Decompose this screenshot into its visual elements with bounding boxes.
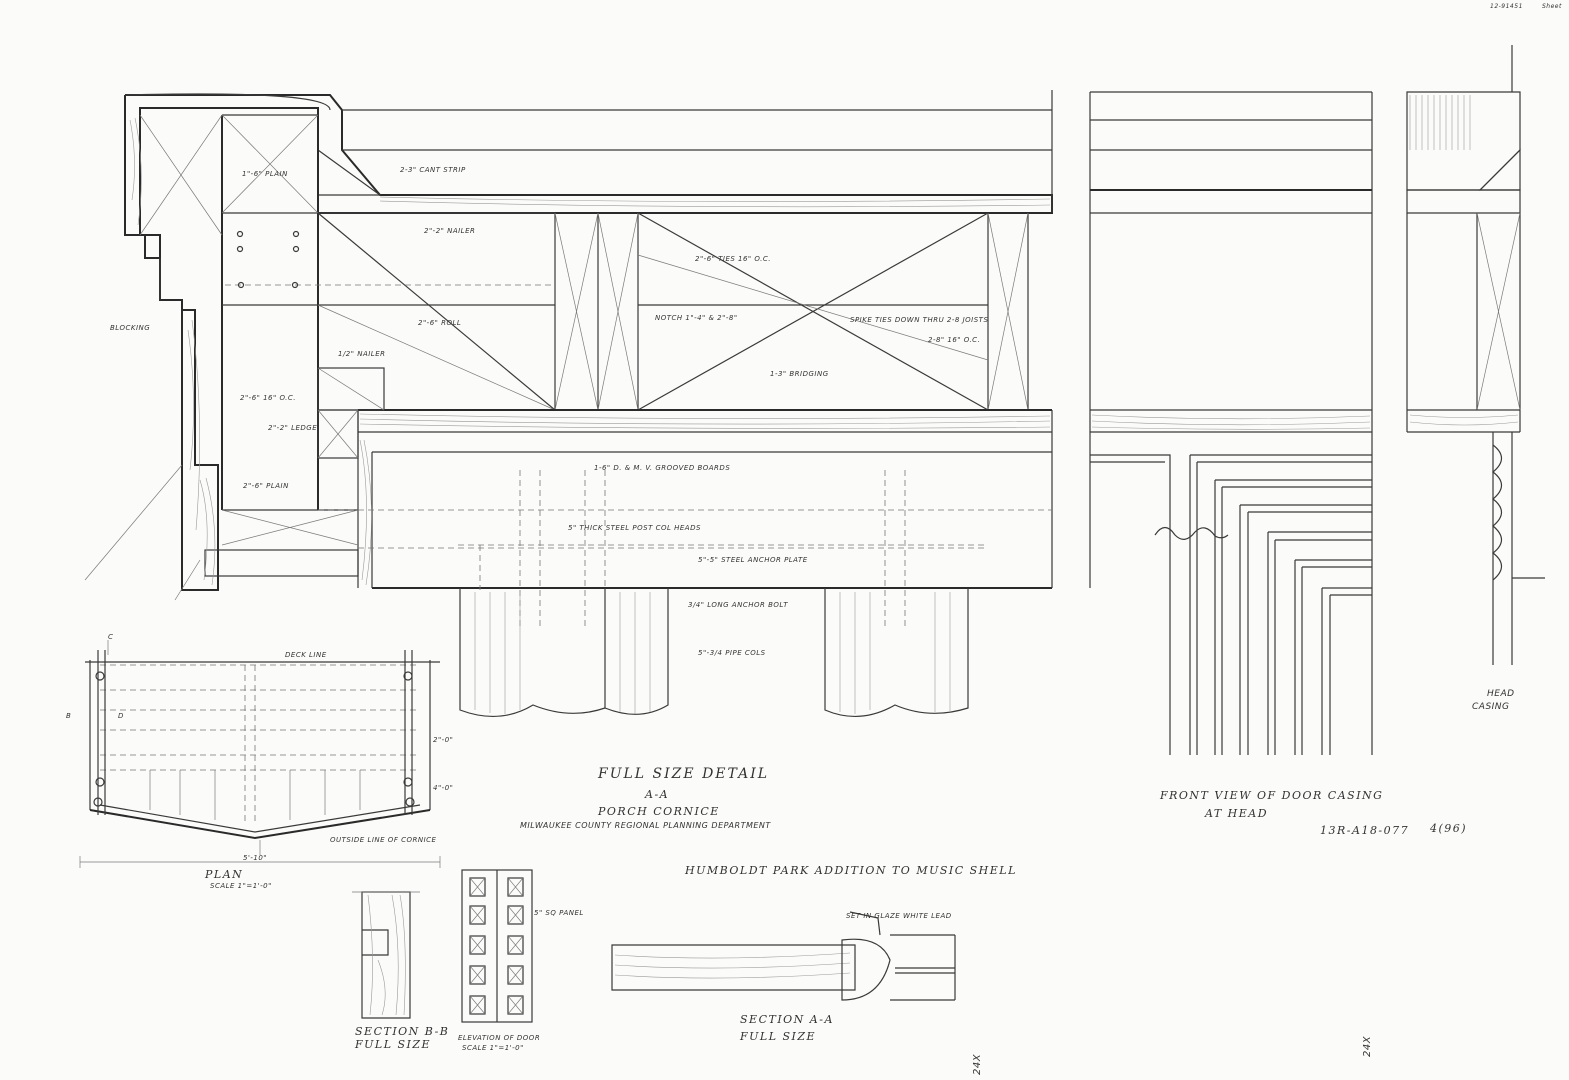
corner-id: 12-91451	[1490, 3, 1523, 10]
label-anchor-plate: 5"-5" STEEL ANCHOR PLATE	[698, 556, 808, 564]
label-studs: 2"-6" 16" O.C.	[240, 394, 296, 402]
plan-label-c: C	[108, 633, 113, 641]
section-bb-drawing	[352, 891, 420, 1019]
label-cant-strip: 2-3" CANT STRIP	[400, 166, 466, 174]
elevation-title: ELEVATION OF DOOR	[458, 1034, 540, 1042]
elevation-scale: SCALE 1"=1'-0"	[462, 1044, 524, 1052]
label-joists: 2-8" 16" O.C.	[928, 336, 980, 344]
label-plain-top: 1"-6" PLAIN	[242, 170, 288, 178]
head-label: HEAD	[1487, 689, 1515, 699]
label-nailer-mid: 1/2" NAILER	[338, 350, 386, 358]
elevation-door-drawing	[461, 869, 533, 1023]
plan-label-b: B	[66, 712, 71, 720]
front-view-title: FRONT VIEW OF DOOR CASING	[1159, 789, 1383, 802]
bottom-mark: 24X	[972, 1053, 983, 1075]
title-project: HUMBOLDT PARK ADDITION TO MUSIC SHELL	[684, 864, 1017, 877]
elevation-note: 5" SQ PANEL	[534, 909, 584, 917]
plan-scale: SCALE 1"=1'-0"	[210, 882, 272, 890]
section-aa-drawing	[611, 911, 956, 1001]
title-agency: MILWAUKEE COUNTY REGIONAL PLANNING DEPAR…	[520, 821, 771, 830]
fascia-outline	[125, 94, 1053, 591]
plan-dim-2: 4"-0"	[433, 784, 453, 792]
label-notch: NOTCH 1"-4" & 2"-8"	[655, 314, 738, 322]
label-ledge: 2"-2" LEDGE	[268, 424, 317, 432]
plan-dim-1: 2"-0"	[433, 736, 453, 744]
pipe-columns	[459, 588, 969, 718]
plan-label-d: D	[118, 712, 124, 720]
section-aa-title: SECTION A-A	[740, 1013, 834, 1026]
title-section: A-A	[644, 788, 669, 801]
section-bb-title: SECTION B-B	[355, 1025, 449, 1038]
plan-note: OUTSIDE LINE OF CORNICE	[330, 836, 437, 844]
label-ties: 2"-6" TIES 16" O.C.	[695, 255, 771, 263]
label-setin: SET IN GLAZE WHITE LEAD	[846, 912, 952, 920]
plan-title: PLAN	[204, 868, 243, 881]
section-bb-subtitle: FULL SIZE	[354, 1038, 431, 1051]
label-deck: 1-6" D. & M. V. GROOVED BOARDS	[594, 464, 730, 472]
labels: 1"-6" PLAIN 2-3" CANT STRIP 2"-2" NAILER…	[66, 3, 1562, 1075]
label-cap: 5" THICK STEEL POST COL HEADS	[568, 524, 701, 532]
label-blocking: BLOCKING	[110, 324, 150, 332]
title-full-size-detail: FULL SIZE DETAIL	[597, 766, 769, 782]
section-aa-subtitle: FULL SIZE	[739, 1030, 816, 1043]
drawing-number: 13R-A18-077	[1320, 824, 1409, 837]
label-plain-bottom: 2"-6" PLAIN	[243, 482, 289, 490]
label-spike: SPIKE TIES DOWN THRU 2-8 JOISTS	[850, 316, 988, 324]
label-bridging: 1-3" BRIDGING	[770, 370, 829, 378]
front-view-door-casing	[1089, 91, 1373, 755]
sheet-number: 4(96)	[1429, 822, 1467, 835]
plan-drawing	[79, 640, 441, 868]
label-anchor-bolt: 3/4" LONG ANCHOR BOLT	[688, 601, 788, 609]
casing-label: CASING	[1472, 702, 1510, 712]
corner-id-2: Sheet	[1542, 3, 1562, 10]
plan-small-note: 5'-10"	[243, 854, 267, 862]
title-porch-cornice: PORCH CORNICE	[597, 805, 720, 818]
side-mark: 24X	[1362, 1035, 1373, 1057]
label-nailer-top: 2"-2" NAILER	[424, 227, 475, 235]
label-roll: 2"-6" ROLL	[418, 319, 461, 327]
front-view-subtitle: AT HEAD	[1204, 807, 1268, 820]
plan-deck-line: DECK LINE	[285, 651, 327, 659]
main-cornice-section	[84, 90, 1053, 628]
head-casing-section	[1406, 45, 1545, 665]
label-pipe-cols: 5"-3/4 PIPE COLS	[698, 649, 766, 657]
